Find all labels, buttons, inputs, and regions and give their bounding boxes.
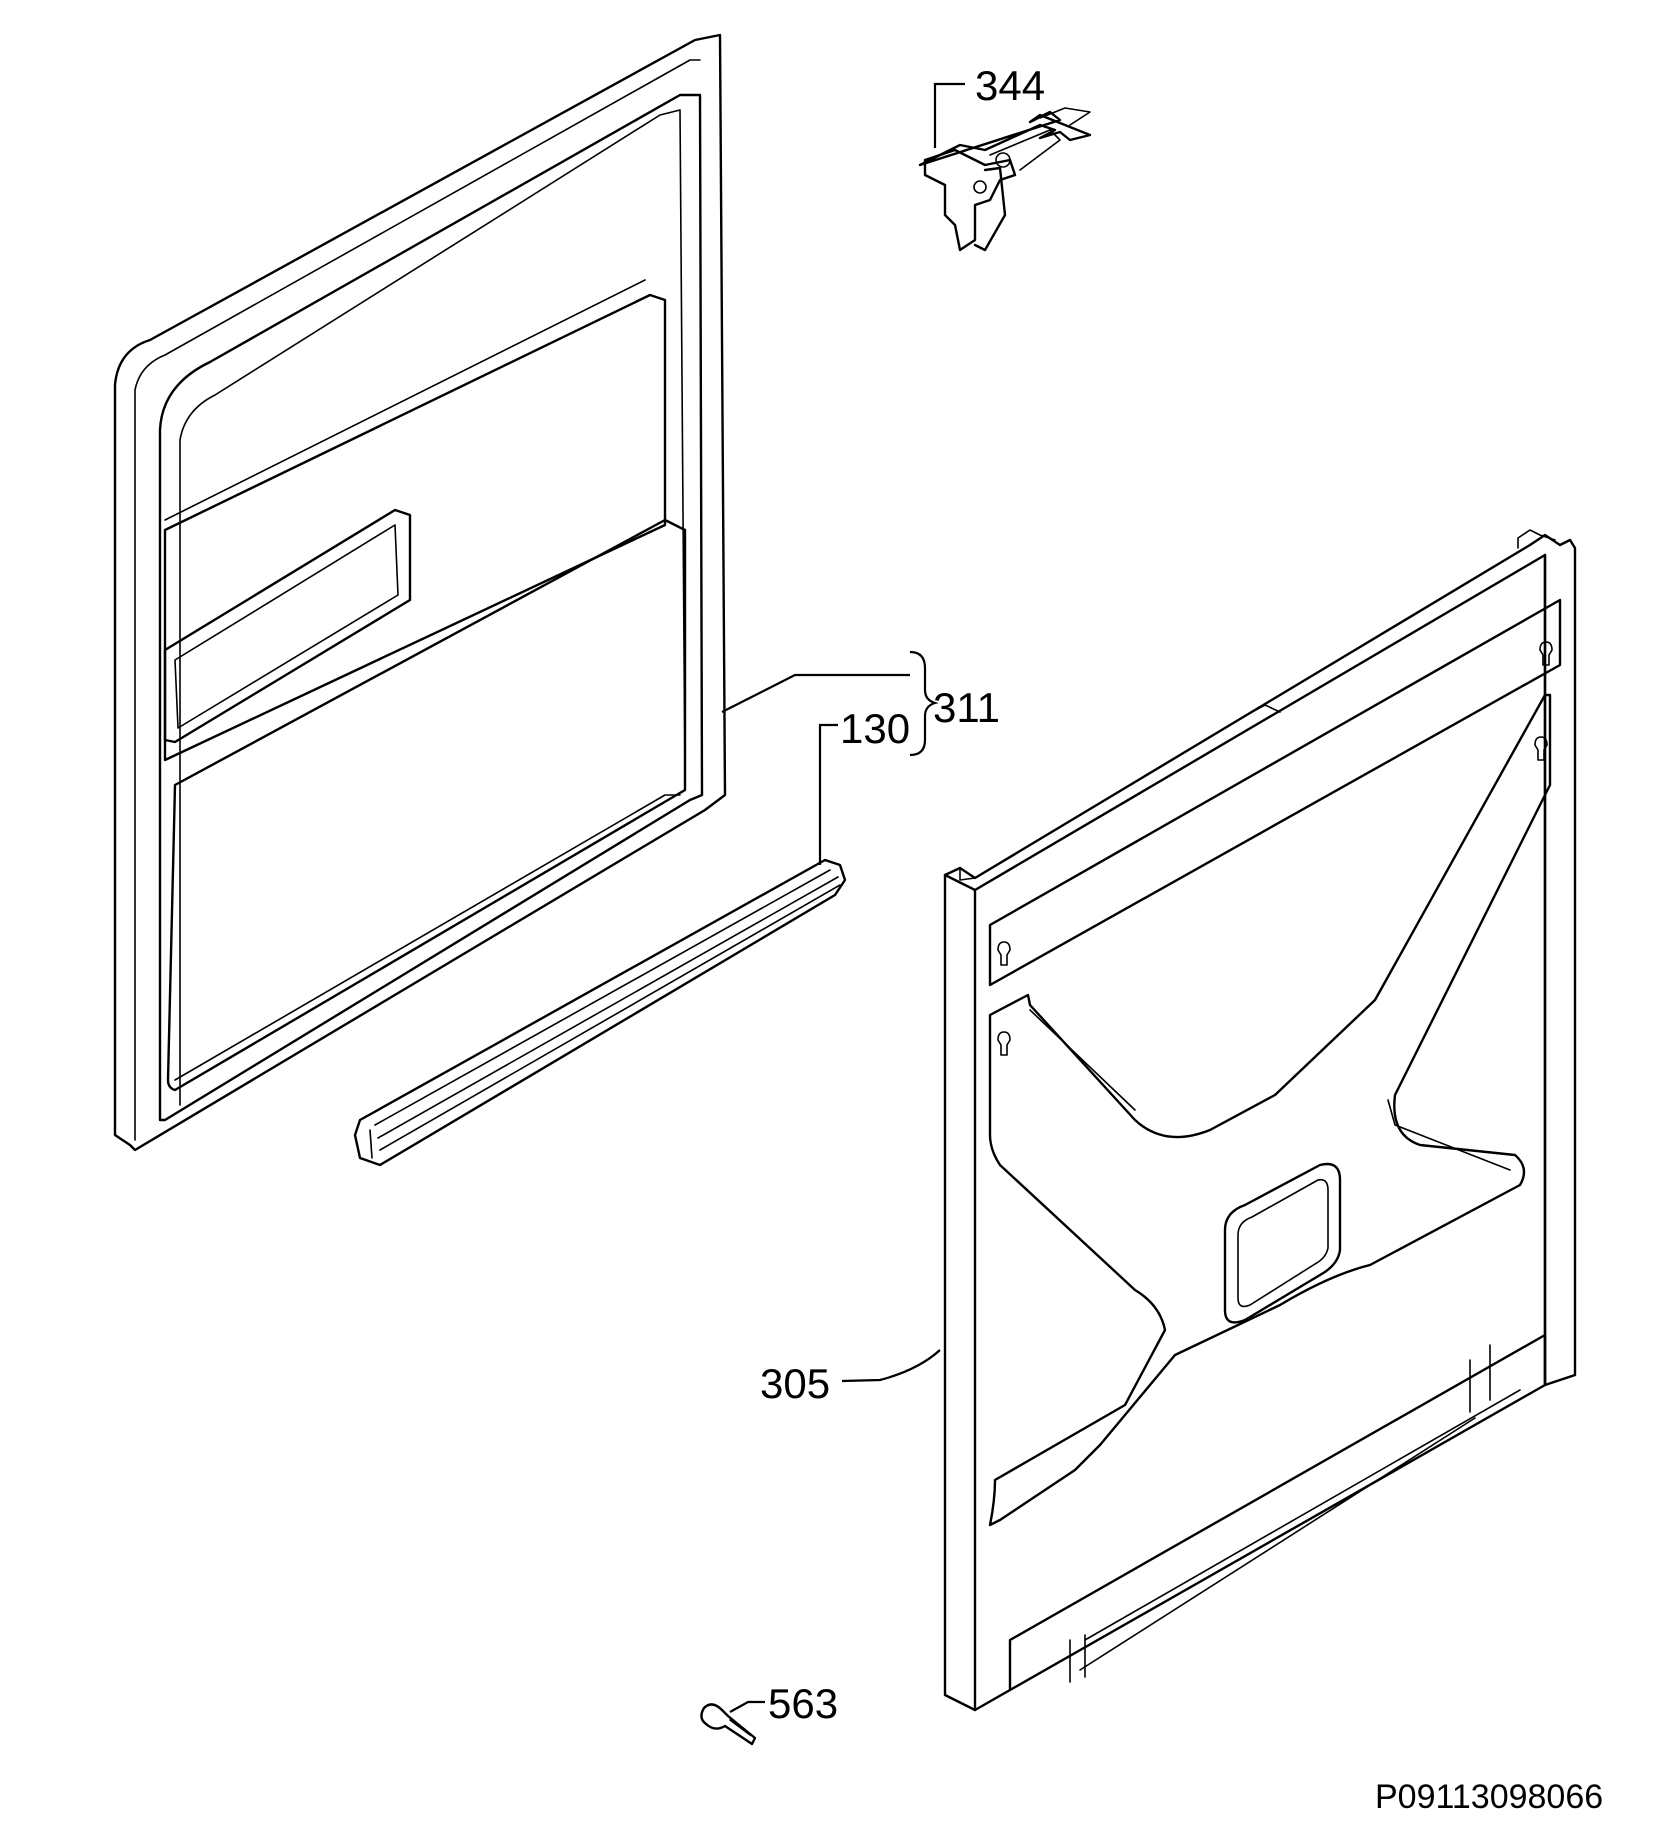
group-bracket — [909, 650, 939, 757]
door-latch — [918, 82, 1092, 252]
door-seal-strip — [353, 723, 847, 1167]
callout-344: 344 — [975, 62, 1045, 109]
diagram-reference-code: P09113098066 — [1375, 1778, 1603, 1816]
screw — [700, 1700, 765, 1746]
callout-311: 311 — [933, 684, 1000, 731]
callout-305: 305 — [760, 1360, 830, 1407]
inner-door-panel — [113, 33, 910, 1152]
callout-130: 130 — [840, 705, 910, 752]
outer-door-panel — [841, 529, 1577, 1712]
callout-563: 563 — [768, 1680, 838, 1727]
